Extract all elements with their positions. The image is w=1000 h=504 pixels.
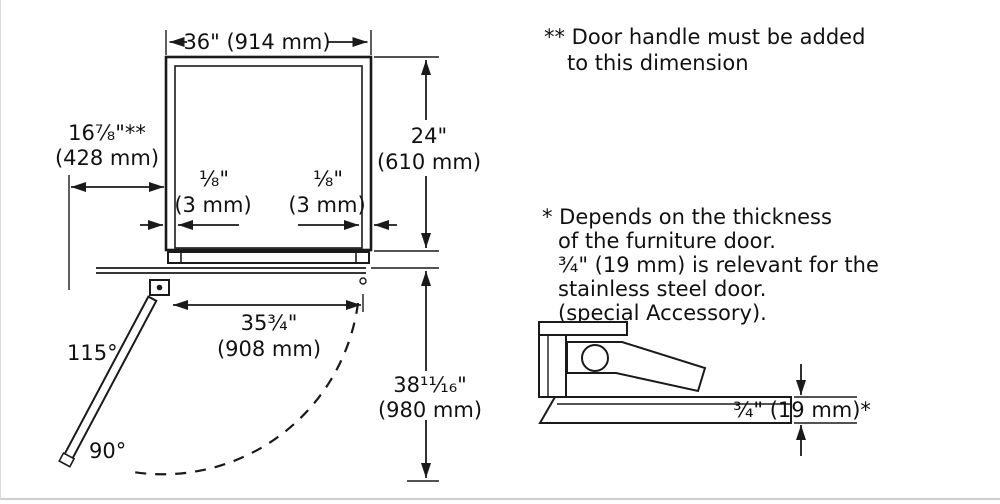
dim-gap-right: ¹⁄₈" (3 mm) [288, 167, 397, 230]
hinge-pivot [581, 344, 609, 372]
dim-panel-thickness: ³⁄₄" (19 mm)* [733, 364, 871, 456]
dim-gap-left: ¹⁄₈" (3 mm) [140, 167, 252, 230]
open-angle-label: 115° [67, 341, 118, 365]
cabinet-bottom-profile [538, 321, 628, 336]
dim-depth-mm-label: (610 mm) [377, 150, 481, 174]
door-edge-profile [538, 334, 567, 398]
dim-open-door-in-label: 16⁷⁄₈"** [68, 121, 146, 145]
dim-open-door-mm-label: (428 mm) [55, 146, 159, 170]
cabinet-inner-wall [174, 65, 363, 249]
dim-depth: 24" (610 mm) [374, 56, 481, 252]
note-thickness-line-4: stainless steel door. [558, 277, 766, 301]
note-handle-line-2: to this dimension [567, 51, 749, 75]
note-door-thickness: * Depends on the thickness of the furnit… [542, 205, 879, 325]
dim-top-width-label: 36" (914 mm) [183, 30, 330, 54]
right-hinge-pin [359, 277, 367, 285]
dim-door-width-mm-label: (908 mm) [217, 337, 321, 361]
closed-door-slab [167, 251, 370, 264]
hinge-detail-side-view [538, 321, 792, 424]
left-hinge-block [167, 251, 182, 264]
dim-gap-left-in-label: ¹⁄₈" [199, 167, 229, 191]
cabinet-outer-wall [164, 55, 373, 252]
right-angle-label: 90° [89, 439, 126, 463]
right-hinge-block [355, 251, 370, 264]
dim-swing-depth-mm-label: (980 mm) [378, 398, 482, 422]
open-door-end-cap [58, 451, 76, 468]
note-thickness-line-2: of the furniture door. [558, 229, 776, 253]
dim-depth-in-label: 24" [411, 124, 447, 148]
dim-door-width: 35³⁄₄" (908 mm) [173, 294, 364, 361]
dim-gap-left-mm-label: (3 mm) [174, 193, 251, 217]
door-swing-arc [126, 302, 360, 476]
dim-top-width: 36" (914 mm) [165, 29, 372, 55]
label-mask [380, 120, 478, 176]
dim-swing-depth: 38¹¹⁄₁₆" (980 mm) [371, 267, 482, 482]
dim-door-width-in-label: 35³⁄₄" [241, 311, 298, 335]
note-thickness-line-3: ³⁄₄" (19 mm) is relevant for the [558, 253, 879, 277]
hinge-pin [156, 284, 163, 291]
cabinet-top-view [96, 55, 373, 285]
label-mask [187, 29, 327, 55]
dim-gap-right-mm-label: (3 mm) [288, 193, 365, 217]
dim-gap-right-in-label: ¹⁄₈" [313, 167, 343, 191]
dim-panel-thickness-label: ³⁄₄" (19 mm)* [733, 398, 871, 422]
dim-open-door-projection: 16⁷⁄₈"** (428 mm) [55, 121, 164, 290]
note-door-handle: ** Door handle must be added to this dim… [544, 25, 865, 75]
note-handle-line-1: ** Door handle must be added [544, 25, 865, 49]
open-door [58, 279, 170, 468]
note-thickness-line-1: * Depends on the thickness [542, 205, 832, 229]
dim-swing-depth-in-label: 38¹¹⁄₁₆" [393, 373, 467, 397]
